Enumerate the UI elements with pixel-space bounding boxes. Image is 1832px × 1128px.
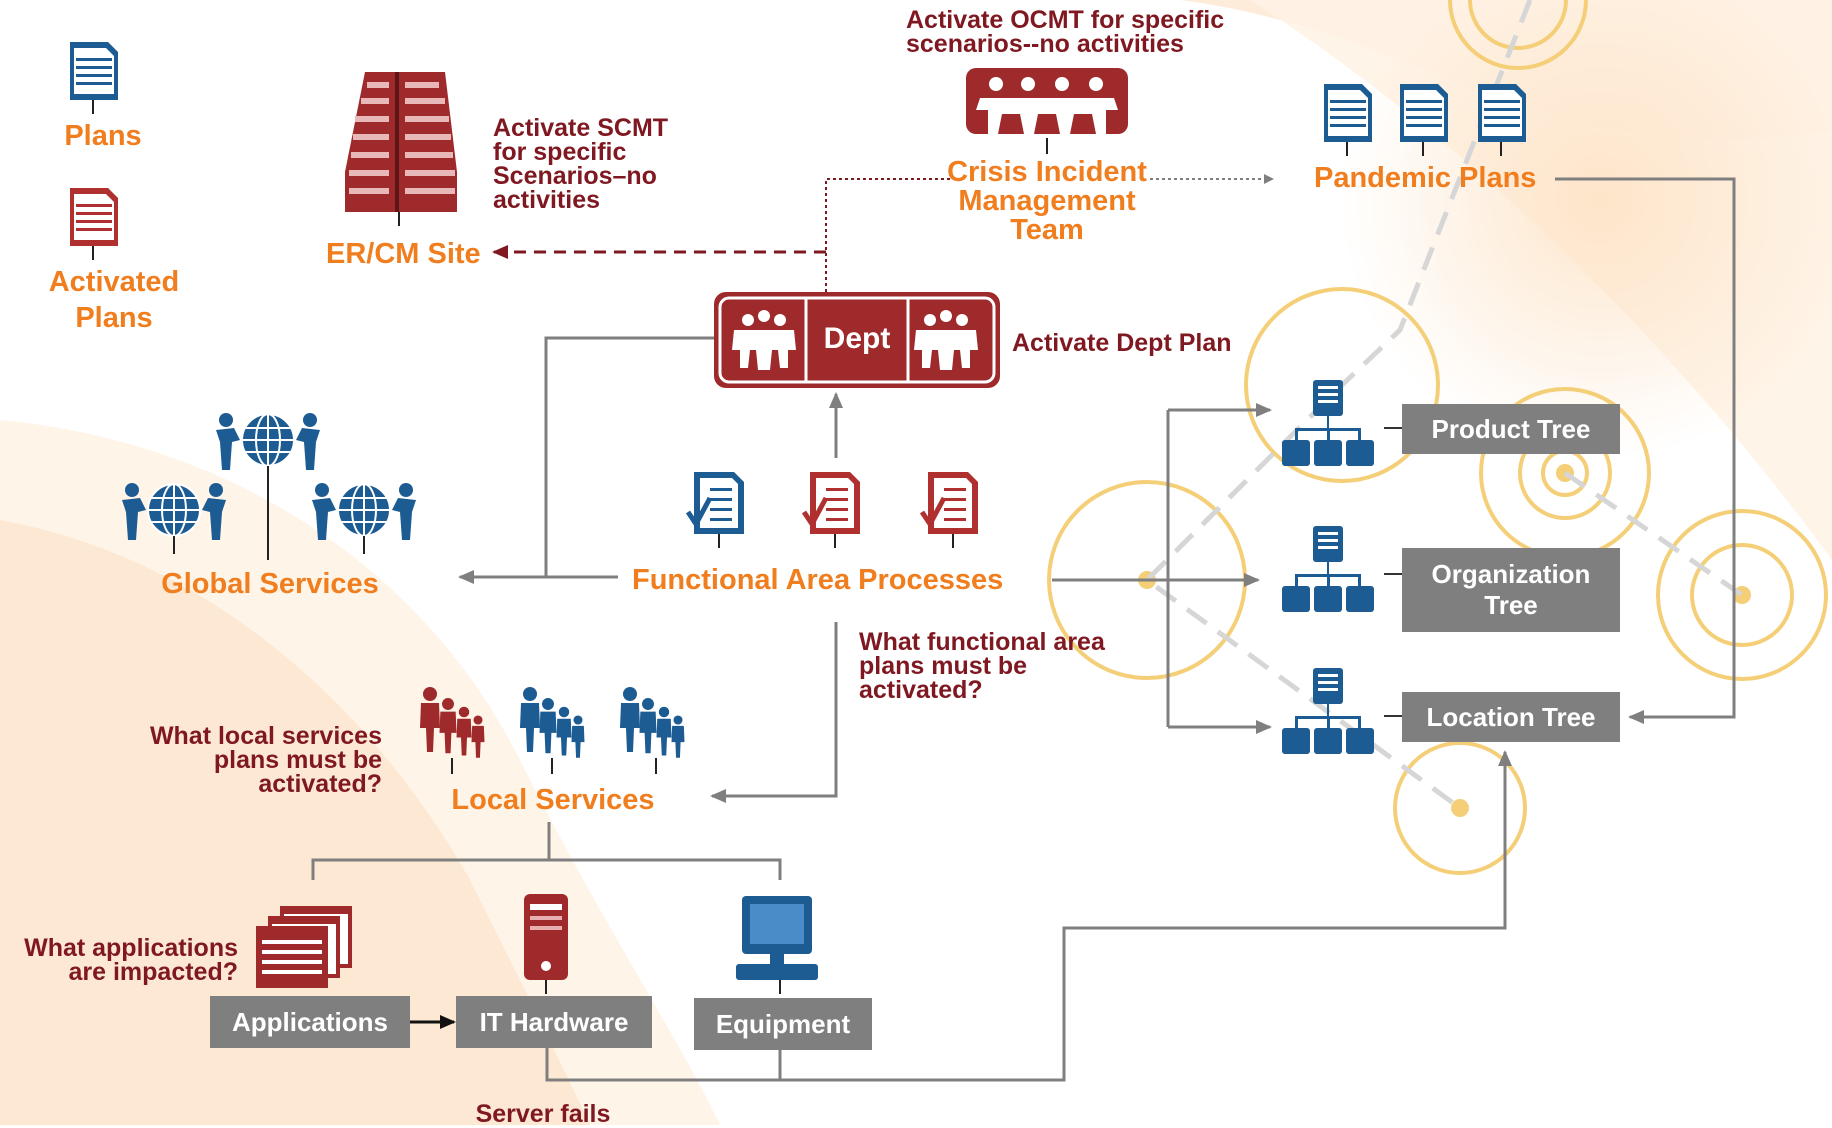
- applications-question: What applications are impacted?: [24, 934, 238, 986]
- checklist-document-icon: [804, 472, 860, 548]
- people-group-icon: [732, 310, 978, 370]
- legend-activated-plans-label: Activated Plans: [48, 266, 180, 334]
- dept-plan-annotation: Activate Dept Plan: [1012, 329, 1232, 357]
- target-ring: [1393, 741, 1527, 875]
- globe-people-icon: [215, 412, 321, 471]
- computer-monitor-icon: [736, 896, 818, 994]
- organization-tree-box: Organization Tree: [1402, 548, 1620, 632]
- local-services-label: Local Services: [451, 784, 655, 816]
- globe-people-icon: [311, 482, 417, 541]
- hierarchy-tree-icon: [1282, 668, 1374, 754]
- crisis-team-label: Crisis Incident Management Team: [947, 156, 1147, 246]
- team-icon: [966, 68, 1128, 154]
- pandemic-plans-label: Pandemic Plans: [1314, 162, 1537, 194]
- er-cm-site-label: ER/CM Site: [326, 238, 481, 270]
- target-ring: [1468, 0, 1568, 50]
- target-ring: [1690, 543, 1794, 647]
- it-hardware-box: IT Hardware: [456, 996, 652, 1048]
- people-group-icon: [520, 687, 585, 758]
- people-group-icon: [620, 687, 685, 758]
- stacked-windows-icon: [256, 906, 352, 988]
- product-tree-box: Product Tree: [1402, 404, 1620, 454]
- target-ring: [1448, 0, 1588, 70]
- legend-plans-label: Plans: [64, 120, 142, 152]
- target-ring: [1244, 287, 1440, 483]
- local-services-question: What local services plans must be activa…: [149, 722, 382, 798]
- dept-label: Dept: [823, 322, 891, 355]
- location-tree-box: Location Tree: [1402, 692, 1620, 742]
- equipment-box: Equipment: [694, 998, 872, 1050]
- checklist-document-icon: [922, 472, 978, 548]
- global-services-label: Global Services: [161, 568, 379, 600]
- server-fails-annotation: Server fails: [475, 1100, 611, 1128]
- hierarchy-tree-icon: [1282, 526, 1374, 612]
- server-tower-icon: [524, 894, 568, 994]
- applications-box: Applications: [210, 996, 410, 1048]
- document-icon: [70, 42, 118, 114]
- target-ring: [1656, 509, 1828, 681]
- checklist-document-icon: [688, 472, 744, 548]
- scmt-annotation: Activate SCMT for specific Scenarios–no …: [493, 114, 669, 214]
- functional-area-processes-label: Functional Area Processes: [632, 564, 1004, 596]
- hierarchy-tree-icon: [1282, 380, 1374, 466]
- dept-node: [714, 292, 1000, 388]
- document-icon: [70, 188, 118, 260]
- building-icon: [345, 72, 457, 226]
- functional-area-question: What functional area plans must be activ…: [859, 628, 1105, 704]
- ocmt-annotation: Activate OCMT for specific scenarios--no…: [906, 6, 1225, 58]
